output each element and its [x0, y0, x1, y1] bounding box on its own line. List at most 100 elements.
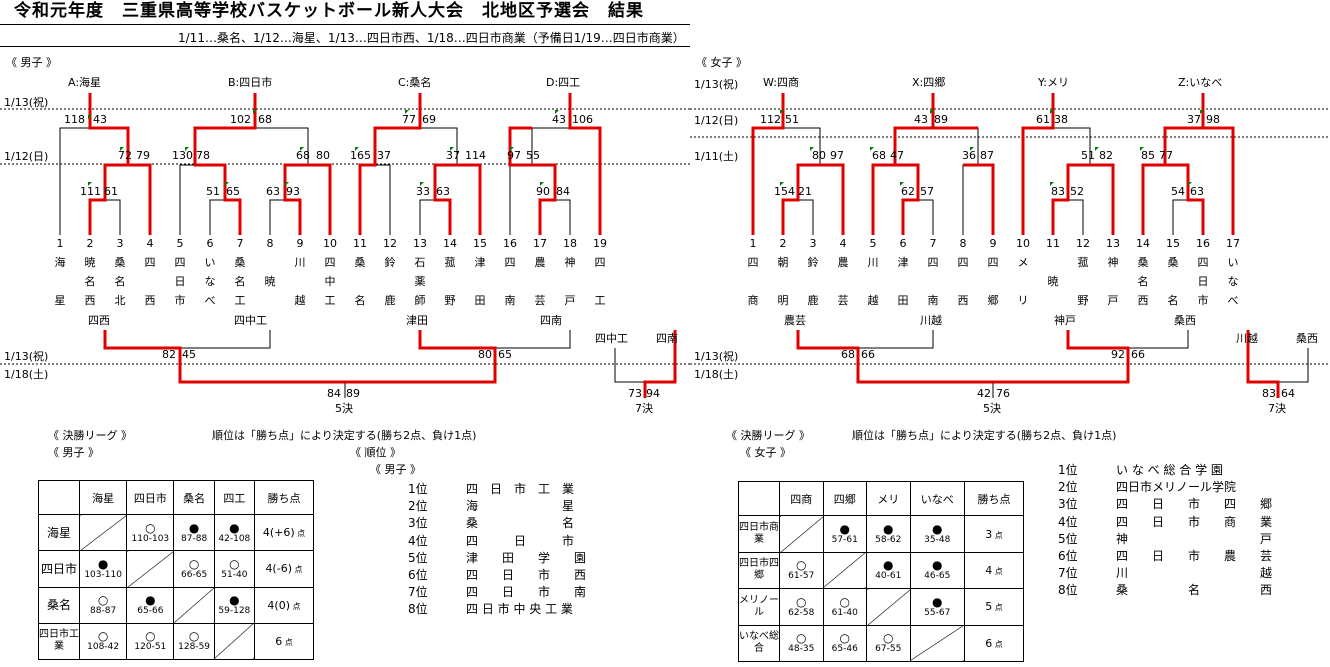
match-score: 88-87	[90, 606, 117, 617]
table-row-team: 桑名	[38, 586, 80, 624]
match-result-cell: ○61-40	[822, 588, 867, 626]
girls-league-sub: 《 女子 》	[740, 446, 791, 459]
girls-team-name-top: 鈴	[807, 256, 819, 269]
boys-team-name-top: 桑	[114, 256, 126, 269]
table-row-team: メリノール	[738, 588, 780, 626]
girls-team-name-bottom: 明	[777, 294, 789, 307]
match-score: 35-48	[924, 535, 951, 546]
boys-rank-place: 2位	[408, 499, 428, 514]
girls-score: 42	[977, 387, 991, 400]
schedule-text: 1/11…桑名、1/12…海星、1/13…四日市西、1/18…四日市商業（予備日…	[178, 31, 685, 45]
girls-team-name-bottom: 西	[1137, 294, 1149, 307]
boys-team-name-mid: 名	[84, 275, 96, 288]
girls-score: 154	[774, 185, 795, 198]
match-result-cell: ●46-65	[909, 551, 965, 590]
girls-score: 51	[785, 113, 799, 126]
girls-team-number: 10	[1016, 237, 1030, 250]
girls-team-name-top: 津	[897, 256, 909, 269]
table-header-row: 四商四郷メリいなべ勝ち点	[738, 480, 1024, 517]
match-score: 120-51	[134, 642, 167, 653]
self-match-cell	[822, 551, 867, 590]
girls-rank-place: 2位	[1058, 480, 1078, 495]
boys-team-name-bottom: 工	[234, 294, 246, 307]
win-mark-icon: ○	[97, 593, 109, 608]
boys-team-name-bottom: 越	[294, 294, 306, 307]
boys-score: 43	[552, 113, 566, 126]
match-score: 57-61	[831, 535, 858, 546]
boys-score: 114	[465, 149, 486, 162]
girls-score: 43	[914, 113, 928, 126]
boys-winner: 四西	[88, 314, 110, 327]
boys-team-name-mid: 中	[324, 275, 336, 288]
boys-team-name-top: 桑	[354, 256, 366, 269]
boys-team-name-mid: 薬	[414, 275, 426, 288]
boys-team-number: 9	[296, 237, 304, 250]
boys-team-name-top: 四	[324, 256, 336, 269]
points-cell: 4(0) 点	[254, 586, 314, 624]
boys-score: 84	[327, 387, 341, 400]
match-result-cell: ●57-61	[822, 515, 867, 553]
girls-block-w: W:四商	[763, 76, 799, 89]
girls-winner: 農芸	[784, 314, 806, 327]
match-score: 67-55	[875, 644, 902, 655]
girls-final-label: 7決	[1268, 402, 1286, 415]
girls-score: 47	[890, 149, 904, 162]
boys-date-r3: 1/13(祝)	[4, 96, 49, 109]
girls-team-name-bottom: 商	[747, 294, 759, 307]
boys-team-name-bottom: 西	[84, 294, 96, 307]
loss-mark-icon: ●	[229, 593, 240, 608]
match-result-cell: ○110-103	[126, 514, 175, 552]
match-result-cell: ○51-40	[213, 550, 256, 588]
boys-rank-header: 《 順位 》	[350, 446, 401, 459]
boys-score: 69	[422, 113, 436, 126]
girls-team-number: 1	[749, 237, 757, 250]
boys-score: 82	[162, 348, 176, 361]
girls-score: 61	[1036, 113, 1050, 126]
boys-team-name-top: 農	[534, 256, 546, 269]
girls-score: 82	[1099, 149, 1113, 162]
girls-team-name-top: 桑	[1167, 256, 1179, 269]
boys-score: 80	[316, 149, 330, 162]
win-mark-icon: ○	[839, 594, 850, 609]
boys-score: 106	[572, 113, 593, 126]
girls-rank-team: 四 日 市 農 芸	[1116, 549, 1273, 563]
boys-rank-team: 四 日 市 南	[466, 585, 587, 600]
points-cell: 4(-6) 点	[254, 550, 314, 588]
loss-mark-icon: ●	[145, 593, 156, 608]
girls-rank-place: 8位	[1058, 583, 1078, 598]
girls-score: 112	[760, 113, 781, 126]
boys-team-name-mid: な	[204, 275, 216, 288]
boys-team-number: 7	[236, 237, 244, 250]
boys-rank-place: 1位	[408, 482, 428, 496]
match-result-cell: ○120-51	[126, 622, 175, 661]
boys-team-number: 5	[176, 237, 184, 250]
self-match-cell	[126, 550, 175, 588]
table-column-header: 勝ち点	[254, 479, 314, 516]
girls-score: 89	[934, 113, 948, 126]
boys-team-name-bottom: 工	[594, 294, 606, 307]
boys-cons-team: 四南	[656, 332, 678, 345]
boys-team-name-top: 四	[174, 256, 186, 269]
boys-team-name-bottom: 鹿	[384, 294, 396, 307]
boys-score: 94	[646, 387, 660, 400]
girls-team-name-top: 菰	[1077, 256, 1089, 269]
boys-score: 43	[93, 113, 107, 126]
girls-team-name-bottom: 越	[867, 294, 879, 307]
boys-team-number: 1	[56, 237, 64, 250]
girls-team-number: 16	[1196, 237, 1210, 250]
girls-team-name-top: い	[1227, 256, 1239, 269]
table-row-team: 海星	[38, 514, 80, 552]
girls-team-name-top: 四	[987, 256, 999, 269]
boys-team-number: 14	[443, 237, 457, 250]
match-score: 59-128	[218, 606, 251, 617]
girls-team-number: 3	[809, 237, 817, 250]
boys-score: 89	[346, 387, 360, 400]
girls-rank-place: 4位	[1058, 514, 1078, 529]
loss-mark-icon: ●	[229, 520, 240, 535]
girls-rank-team: 四 日 市 商 業	[1116, 514, 1273, 529]
loss-mark-icon: ●	[97, 556, 109, 571]
